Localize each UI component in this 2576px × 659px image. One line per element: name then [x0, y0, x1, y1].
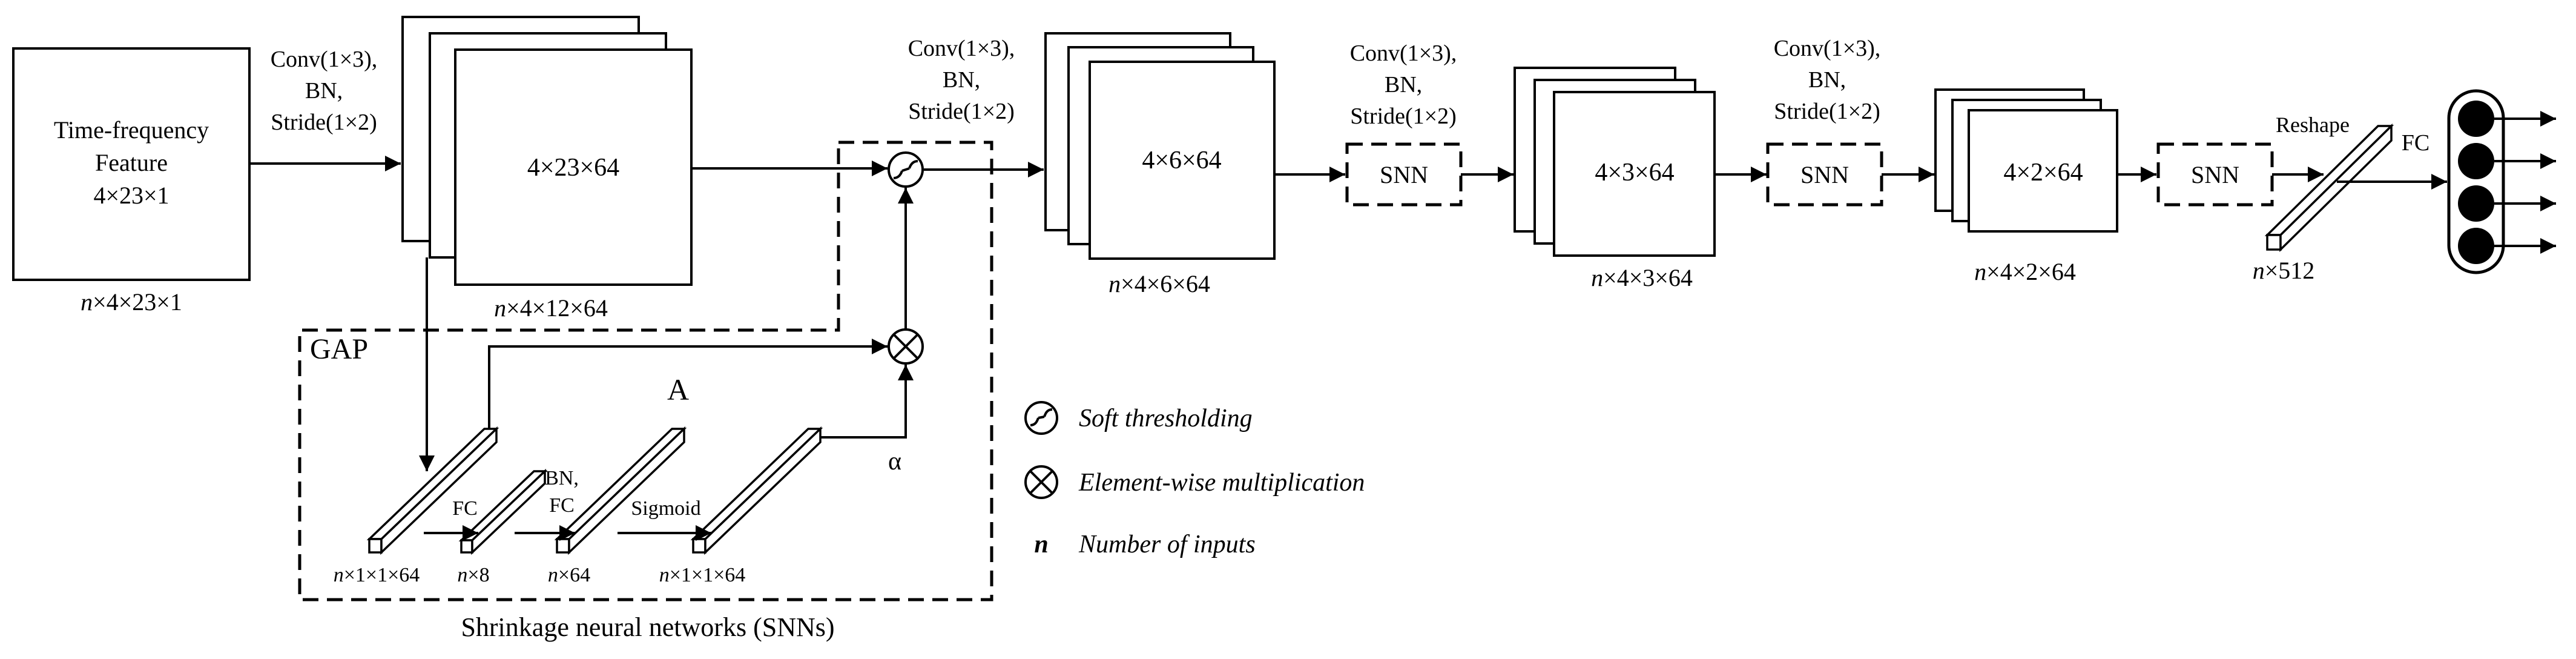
input-label-line3: 4×23×1	[93, 182, 169, 209]
output-node-2	[2458, 143, 2494, 179]
feature-map-3-shape: n×4×3×64	[1591, 264, 1693, 291]
output-node-3	[2458, 185, 2494, 222]
conv4-label-line3: Stride(1×2)	[1774, 99, 1880, 124]
snn-box-1-label: SNN	[1380, 161, 1428, 188]
attention-label: A	[667, 373, 689, 406]
output-node-1	[2458, 101, 2494, 137]
fc8-shape: n×8	[457, 564, 489, 586]
feature-map-stack-2	[1044, 32, 1276, 260]
flattened-vector	[2264, 123, 2394, 253]
snn-box-2	[1766, 142, 1883, 207]
arrow-alpha-to-multiply	[817, 365, 914, 439]
gap-vector	[366, 426, 499, 555]
feature-map-1-shape: n×4×12×64	[494, 294, 608, 322]
fc-output-label: FC	[2402, 130, 2429, 156]
legend: Soft thresholding Element-wise multiplic…	[1024, 401, 1365, 558]
snn-box-3	[2156, 142, 2274, 207]
output-node-4	[2458, 228, 2494, 264]
input-label-line1: Time-frequency	[54, 116, 209, 144]
bn-label: BN,	[545, 467, 579, 489]
snn-box-3-label: SNN	[2191, 161, 2239, 188]
sigmoid-vector	[690, 426, 823, 555]
conv2-label-line3: Stride(1×2)	[908, 99, 1015, 124]
conv1-label-line2: BN,	[305, 78, 343, 104]
snn-title: Shrinkage neural networks (SNNs)	[461, 612, 834, 642]
feature-map-4-label: 4×2×64	[2003, 159, 2083, 187]
reshape-label: Reshape	[2276, 113, 2350, 137]
fc2-label: FC	[549, 494, 575, 517]
arrow-gap-to-multiply	[488, 339, 888, 439]
conv4-label-line1: Conv(1×3),	[1774, 36, 1881, 61]
flattened-shape: n×512	[2253, 257, 2315, 284]
snn-region-outline	[298, 141, 993, 601]
conv1-label-line1: Conv(1×3),	[271, 47, 378, 72]
fc64-shape: n×64	[548, 564, 590, 586]
feature-map-2-label: 4×6×64	[1142, 147, 1221, 174]
fc-8-vector	[458, 468, 548, 555]
legend-multiply-text: Element-wise multiplication	[1078, 469, 1365, 497]
fc-label: FC	[452, 497, 478, 520]
input-shape: n×4×23×1	[81, 288, 182, 316]
input-label-line2: Feature	[95, 149, 168, 176]
conv4-label-line2: BN,	[1808, 67, 1846, 93]
snn-box-1	[1345, 142, 1463, 207]
conv2-label-line2: BN,	[943, 67, 980, 93]
legend-n-symbol: n	[1034, 531, 1048, 558]
feature-map-stack-4	[1934, 88, 2118, 233]
legend-n-text: Number of inputs	[1078, 531, 1256, 558]
feature-map-stack-1	[401, 16, 693, 286]
feature-map-2-shape: n×4×6×64	[1108, 270, 1210, 297]
input-box	[12, 47, 251, 281]
gap-label: GAP	[310, 333, 368, 365]
conv1-label-line3: Stride(1×2)	[271, 110, 377, 135]
conv3-label-line3: Stride(1×2)	[1350, 104, 1457, 129]
alpha-label: α	[888, 448, 901, 475]
gap-shape: n×1×1×64	[334, 564, 420, 586]
feature-map-4-shape: n×4×2×64	[1974, 258, 2076, 285]
conv3-label-line1: Conv(1×3),	[1350, 41, 1457, 66]
feature-map-1-label: 4×23×64	[527, 154, 619, 182]
conv2-label-line1: Conv(1×3),	[908, 36, 1015, 61]
legend-soft-threshold-text: Soft thresholding	[1079, 405, 1253, 432]
snn-box-2-label: SNN	[1800, 161, 1849, 188]
output-layer	[2447, 89, 2505, 274]
feature-map-3-label: 4×3×64	[1595, 159, 1674, 187]
sigmoid-shape: n×1×1×64	[659, 564, 746, 586]
feature-map-stack-3	[1514, 67, 1716, 257]
sigmoid-label: Sigmoid	[631, 497, 700, 520]
conv3-label-line2: BN,	[1385, 72, 1422, 98]
